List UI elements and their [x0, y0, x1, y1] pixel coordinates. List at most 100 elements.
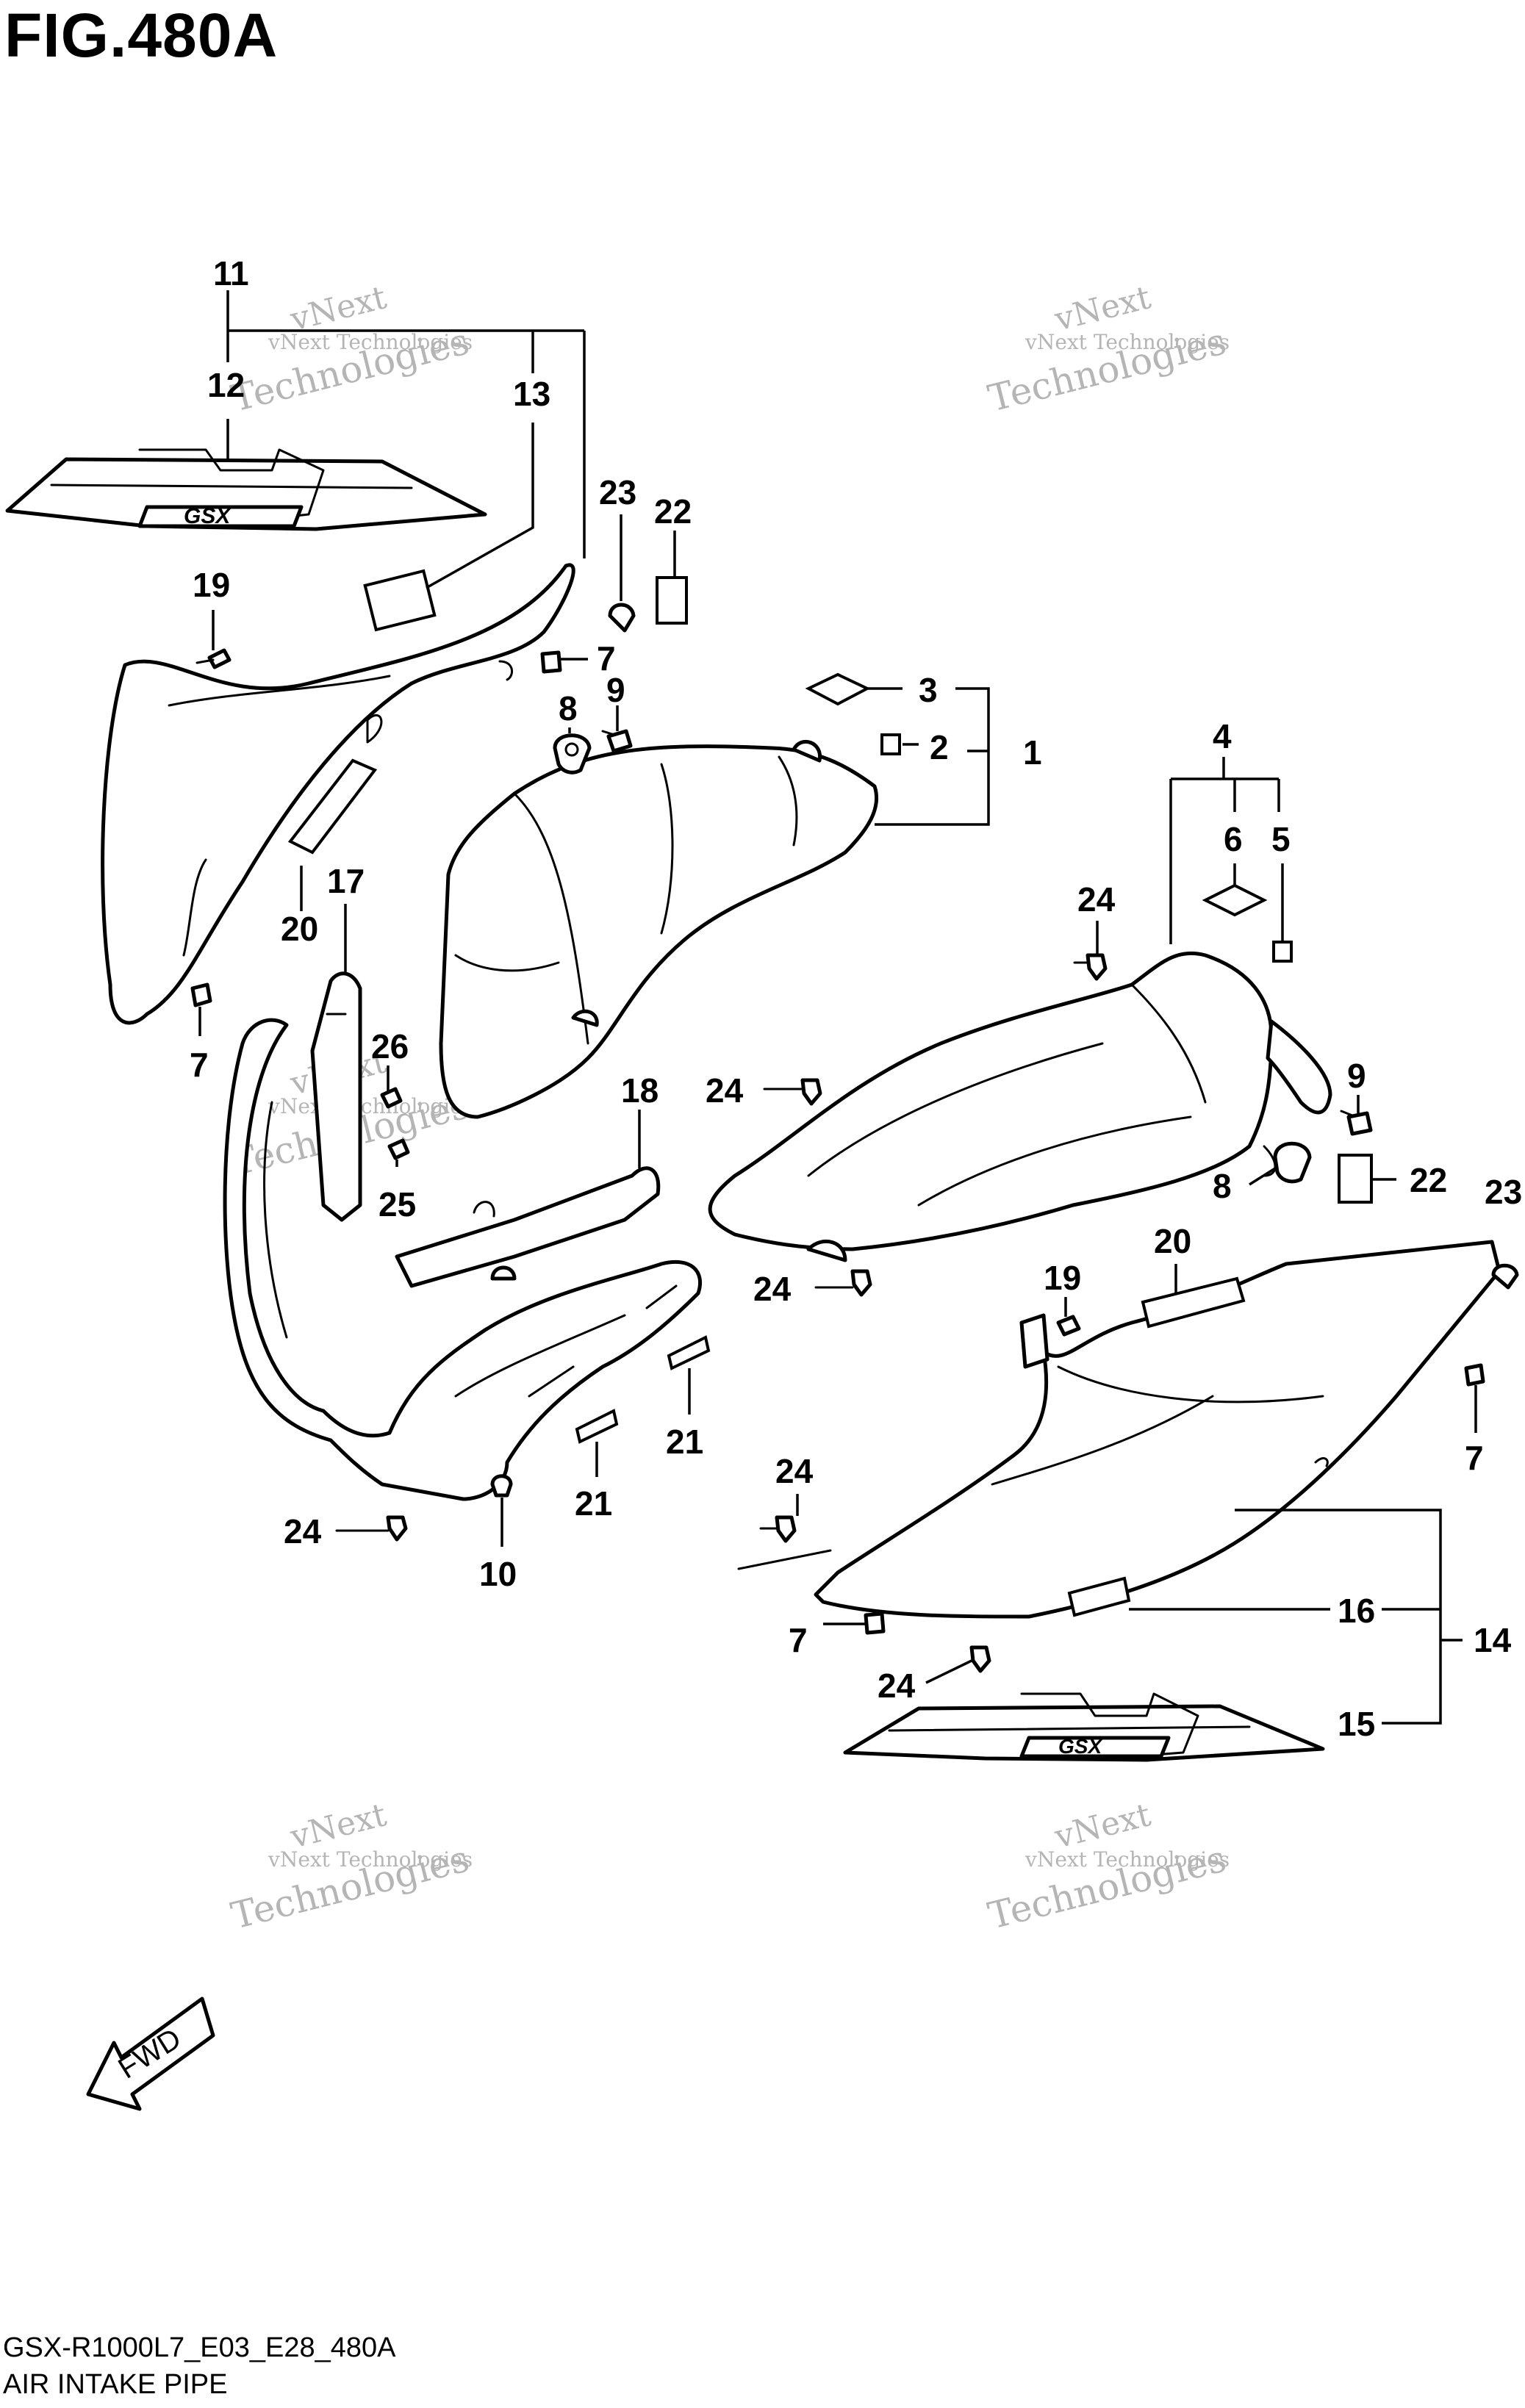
decal-3	[805, 672, 871, 706]
callout-25: 25	[378, 1185, 416, 1223]
callout-24-bottom: 24	[878, 1667, 916, 1705]
push-rivet-24-middle	[763, 1078, 822, 1106]
callout-9-upper: 9	[606, 671, 625, 709]
decal-16	[1067, 1576, 1131, 1617]
callout-24-lower-left: 24	[284, 1512, 322, 1550]
decal-6	[1202, 883, 1268, 917]
clip-upper	[540, 650, 562, 674]
air-intake-duct-right	[708, 951, 1332, 1262]
svg-text:vNext Technologies: vNext Technologies	[1025, 330, 1230, 354]
svg-text:GSX: GSX	[184, 504, 232, 528]
svg-text:vNext Technologies: vNext Technologies	[268, 1094, 473, 1118]
clip-left	[190, 982, 212, 1007]
svg-text:vNext Technologies: vNext Technologies	[268, 330, 473, 354]
svg-text:vNext Technologies: vNext Technologies	[268, 1847, 473, 1872]
figure-name: AIR INTAKE PIPE	[3, 2369, 228, 2400]
watermark-top-right: vNext Technologies vNext Technologies	[984, 278, 1230, 420]
callout-16: 16	[1338, 1592, 1375, 1630]
push-rivet-24-bottom	[969, 1645, 991, 1673]
watermark-top-left: vNext Technologies vNext Technologies	[227, 278, 473, 420]
decal-20-right	[1141, 1276, 1246, 1329]
gsx-emblem-decal-upper: GSX	[5, 448, 487, 531]
callout-6: 6	[1224, 820, 1243, 858]
side-cowl-upper-left	[101, 563, 575, 1025]
push-rivet-24-mid-lower	[814, 1269, 872, 1297]
callout-8-upper: 8	[559, 689, 578, 727]
gsx-emblem-decal-lower: GSX	[843, 1692, 1325, 1762]
callout-5: 5	[1271, 820, 1291, 858]
bolt-9-right	[1340, 1110, 1373, 1136]
watermark-bottom-right: vNext Technologies vNext Technologies	[984, 1796, 1230, 1937]
callout-21-right: 21	[666, 1423, 703, 1461]
callout-22-upper: 22	[654, 492, 692, 531]
callout-7-right: 7	[1465, 1439, 1484, 1477]
callout-24-upper: 24	[1077, 880, 1116, 919]
callout-21-left: 21	[575, 1484, 612, 1523]
callout-23-right: 23	[1485, 1173, 1522, 1211]
svg-text:GSX: GSX	[1058, 1735, 1103, 1758]
callout-19-right: 19	[1044, 1259, 1081, 1297]
fastener-10	[490, 1474, 513, 1498]
bracket-18	[395, 1166, 661, 1288]
callouts: 11 12 13 19 23 22 7 8 9 3 2 1 17 20 7 26…	[190, 254, 1522, 1743]
callout-3: 3	[919, 671, 938, 709]
figure-code: GSX-R1000L7_E03_E28_480A	[3, 2332, 396, 2363]
callout-19-upper: 19	[193, 566, 230, 604]
callout-2: 2	[930, 728, 949, 766]
decal-13	[363, 569, 437, 632]
callout-10: 10	[479, 1555, 517, 1593]
figure-title: FIG.480A	[4, 1, 279, 70]
decal-20-upper	[287, 758, 378, 855]
callout-18: 18	[621, 1071, 659, 1110]
callout-20-upper: 20	[281, 910, 318, 948]
callout-26: 26	[371, 1027, 409, 1065]
decal-5	[1272, 941, 1293, 963]
cushion-8-right	[1273, 1141, 1312, 1184]
bolt-19-upper	[195, 648, 232, 669]
screw-26	[380, 1087, 403, 1109]
watermark-bottom-left: vNext Technologies vNext Technologies	[227, 1796, 473, 1937]
callout-24-lower-right: 24	[775, 1452, 814, 1490]
callout-7-lower: 7	[789, 1621, 808, 1659]
callout-24-mid-lower: 24	[753, 1270, 792, 1308]
bolt-9-upper	[601, 729, 633, 753]
callout-20-right: 20	[1154, 1222, 1191, 1260]
screw-25	[387, 1138, 410, 1160]
decal-22-upper	[656, 576, 688, 625]
grommet-23-upper	[608, 603, 636, 633]
inner-cowl-left	[223, 1018, 703, 1501]
decal-2	[880, 733, 901, 755]
callout-9-right: 9	[1347, 1057, 1366, 1095]
callout-4: 4	[1213, 717, 1232, 755]
callout-23-upper: 23	[599, 473, 636, 511]
callout-22-right: 22	[1410, 1161, 1447, 1199]
cushion-8-upper	[553, 733, 592, 774]
callout-14: 14	[1474, 1621, 1512, 1659]
callout-7-top: 7	[597, 639, 616, 678]
push-rivet-24-lower-left	[335, 1515, 408, 1542]
decal-22-right	[1338, 1154, 1373, 1204]
callout-7-left: 7	[190, 1046, 209, 1084]
callout-15: 15	[1338, 1705, 1375, 1743]
callout-24-middle: 24	[706, 1071, 744, 1110]
air-intake-duct	[439, 739, 879, 1119]
bolt-19-right	[1056, 1315, 1081, 1337]
bracket-17	[310, 971, 362, 1222]
callout-17: 17	[327, 862, 365, 900]
callout-8-right: 8	[1213, 1167, 1232, 1205]
svg-text:vNext Technologies: vNext Technologies	[1025, 1847, 1230, 1872]
callout-1: 1	[1023, 733, 1042, 772]
leader-lines	[198, 290, 1477, 1725]
forward-direction-arrow: FWD	[86, 1997, 215, 2111]
push-rivet-24-lower-right	[759, 1515, 797, 1543]
push-rivet-24-upper	[1073, 953, 1108, 981]
grommet-23-right	[1491, 1263, 1519, 1290]
callout-11: 11	[213, 254, 249, 292]
decal-21-right	[667, 1335, 711, 1370]
clip-lower	[864, 1611, 886, 1635]
decal-21-left	[575, 1409, 619, 1444]
clip-right	[1464, 1363, 1485, 1387]
callout-12: 12	[207, 366, 245, 404]
callout-13: 13	[513, 375, 550, 413]
